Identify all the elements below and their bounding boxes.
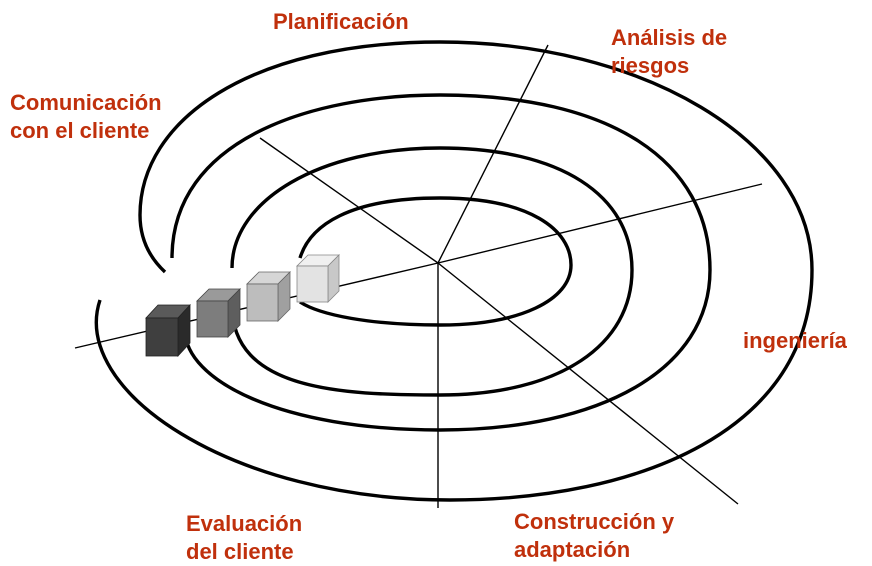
sector-line-lower-right bbox=[437, 262, 739, 505]
label-construction: Construcción y adaptación bbox=[514, 508, 674, 564]
label-line: riesgos bbox=[611, 53, 690, 78]
label-line: adaptación bbox=[514, 537, 631, 562]
cubes bbox=[145, 254, 340, 358]
label-risk-analysis: Análisis de riesgos bbox=[611, 24, 727, 80]
cube-1 bbox=[145, 303, 191, 358]
label-line: Comunicación bbox=[10, 90, 162, 115]
sector-line-upper-left bbox=[259, 137, 439, 264]
label-customer-communication: Comunicación con el cliente bbox=[10, 89, 162, 145]
spiral-ring-3 bbox=[170, 93, 712, 432]
spiral-rings bbox=[94, 40, 814, 502]
sector-lines bbox=[74, 44, 763, 508]
spiral-ring-1 bbox=[298, 196, 573, 327]
cube-3 bbox=[246, 271, 291, 322]
label-customer-evaluation: Evaluación del cliente bbox=[186, 510, 302, 566]
label-planning: Planificación bbox=[273, 8, 409, 36]
label-line: Planificación bbox=[273, 9, 409, 34]
spiral-ring-2 bbox=[230, 146, 634, 397]
label-line: Construcción y bbox=[514, 509, 675, 534]
cube-4 bbox=[296, 254, 340, 303]
spiral-ring-4 bbox=[94, 40, 814, 502]
label-line: del cliente bbox=[186, 539, 294, 564]
sector-line-upper-right bbox=[437, 44, 549, 264]
label-engineering: ingeniería bbox=[743, 327, 847, 355]
label-line: ingeniería bbox=[743, 328, 847, 353]
cube-2 bbox=[196, 288, 241, 338]
label-line: con el cliente bbox=[10, 118, 150, 143]
label-line: Evaluación bbox=[186, 511, 303, 536]
sector-line-right bbox=[437, 183, 763, 264]
label-line: Análisis de bbox=[611, 25, 728, 50]
